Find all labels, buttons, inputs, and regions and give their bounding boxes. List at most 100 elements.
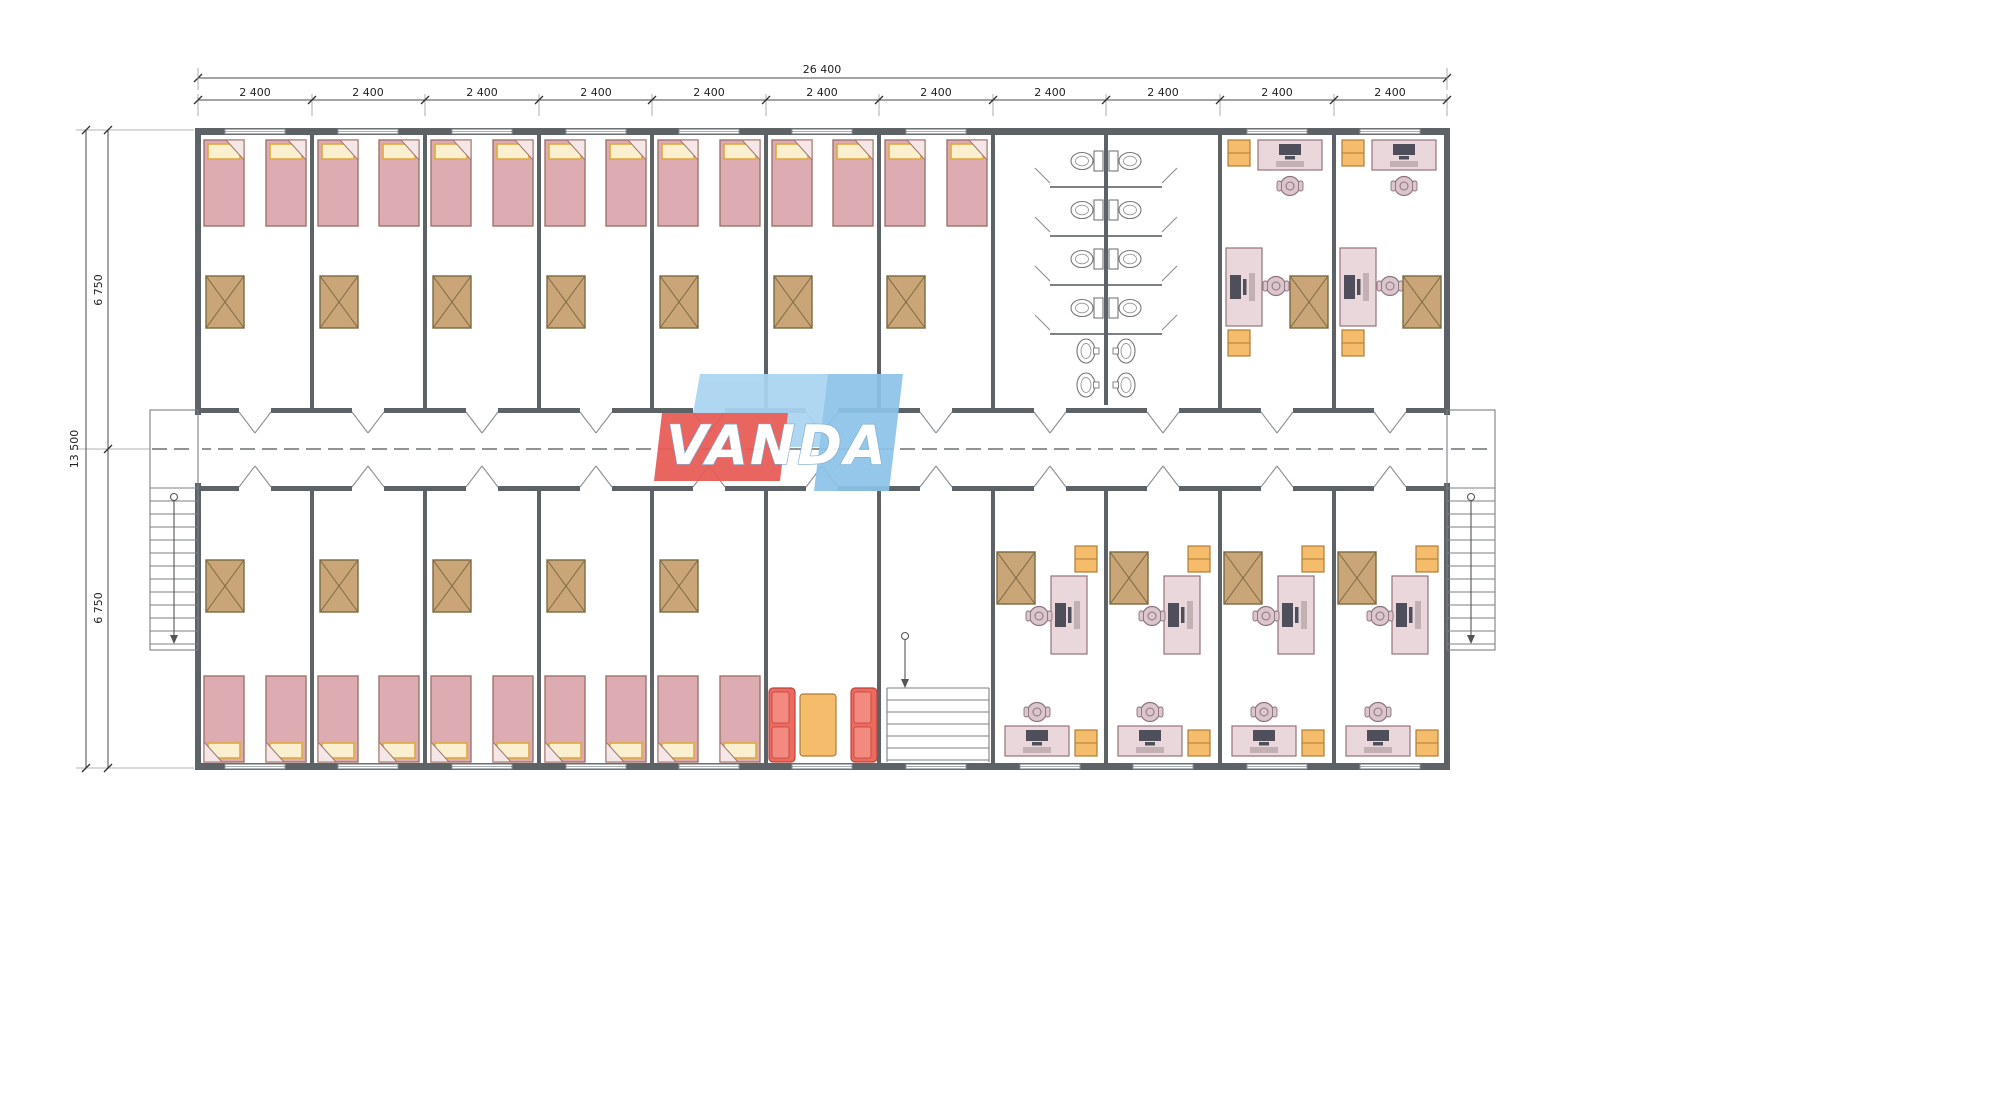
bed-icon (657, 675, 699, 763)
wardrobe-icon (319, 559, 359, 613)
sofa-icon (850, 687, 878, 763)
sink-icon (1076, 372, 1100, 398)
wardrobe-icon (1337, 551, 1377, 605)
sink-icon (1076, 338, 1100, 364)
cabinet-icon (1074, 729, 1098, 757)
cabinet-icon (1227, 139, 1251, 167)
windows-top-wall (224, 128, 1421, 135)
cabinet-icon (1415, 545, 1439, 573)
cabinet-icon (1187, 545, 1211, 573)
wardrobe-icon (1223, 551, 1263, 605)
bed-icon (544, 675, 586, 763)
bed-icon (430, 675, 472, 763)
bay-dimension-label: 2 400 (1374, 86, 1406, 99)
toilet-icon (1070, 248, 1104, 270)
dimension-label-upper-depth: 6 750 (92, 274, 105, 306)
dimension-top: 26 400 2 400 2 400 2 400 2 400 2 400 2 4… (193, 63, 1452, 116)
stair-direction-arrow (170, 635, 178, 644)
toilet-icon (1108, 248, 1142, 270)
toilet-icon (1070, 199, 1104, 221)
bay-dimension-label: 2 400 (1147, 86, 1179, 99)
wardrobe-icon (996, 551, 1036, 605)
desk-icon (1391, 575, 1429, 655)
office-chair-icon (1390, 175, 1418, 197)
bed-icon (492, 675, 534, 763)
bay-dimension-label: 2 400 (920, 86, 952, 99)
dimension-left: 13 500 6 750 6 750 (68, 125, 194, 773)
cabinet-icon (1415, 729, 1439, 757)
office-chair-icon (1138, 605, 1166, 627)
office-chair-icon (1252, 605, 1280, 627)
dimension-label-total-height: 13 500 (68, 430, 81, 469)
bay-dimension-label: 2 400 (693, 86, 725, 99)
wardrobe-icon (546, 275, 586, 329)
building-shell (194, 128, 1451, 770)
office-chair-icon (1250, 701, 1278, 723)
desk-icon (1163, 575, 1201, 655)
office-chair-icon (1376, 275, 1404, 297)
office-chair-icon (1276, 175, 1304, 197)
sink-icon (1112, 338, 1136, 364)
office-chair-icon (1364, 701, 1392, 723)
wardrobe-icon (1289, 275, 1329, 329)
windows-bottom-wall (224, 763, 1421, 770)
cabinet-icon (1341, 329, 1365, 357)
toilet-icon (1108, 199, 1142, 221)
bay-dimension-label: 2 400 (1261, 86, 1293, 99)
wardrobe-icon (886, 275, 926, 329)
bed-icon (265, 139, 307, 227)
stair-direction-start (169, 492, 179, 502)
sink-icon (1112, 372, 1136, 398)
wardrobe-icon (1109, 551, 1149, 605)
bed-icon (884, 139, 926, 227)
desk-icon (1277, 575, 1315, 655)
vanda-logo-text: VANDA (666, 414, 888, 477)
office-chair-icon (1023, 701, 1051, 723)
bed-icon (605, 139, 647, 227)
exterior-stair-right (1446, 409, 1496, 651)
office-chair-icon (1262, 275, 1290, 297)
toilet-icon (1108, 297, 1142, 319)
wardrobe-icon (773, 275, 813, 329)
bed-icon (203, 139, 245, 227)
sofa-icon (768, 687, 796, 763)
stair-direction-start (1466, 492, 1476, 502)
bed-icon (719, 675, 761, 763)
wardrobe-icon (659, 275, 699, 329)
desk-icon (1371, 139, 1437, 171)
bed-icon (378, 139, 420, 227)
toilet-icon (1070, 150, 1104, 172)
office-chair-icon (1025, 605, 1053, 627)
cabinet-icon (1341, 139, 1365, 167)
bed-icon (203, 675, 245, 763)
bed-icon (771, 139, 813, 227)
toilet-icon (1070, 297, 1104, 319)
cabinet-icon (1227, 329, 1251, 357)
cabinet-icon (1301, 729, 1325, 757)
wardrobe-icon (546, 559, 586, 613)
wardrobe-icon (319, 275, 359, 329)
dimension-label-lower-depth: 6 750 (92, 592, 105, 624)
logo-shape-blue-dark (814, 374, 903, 491)
bed-icon (657, 139, 699, 227)
desk-icon (1339, 247, 1377, 327)
wardrobe-icon (659, 559, 699, 613)
bay-dimension-label: 2 400 (580, 86, 612, 99)
bed-icon (832, 139, 874, 227)
logo-shape-red (654, 413, 788, 481)
partition-walls-top (310, 128, 1336, 413)
bed-icon (719, 139, 761, 227)
desk-icon (1345, 725, 1411, 757)
bay-dimension-label: 2 400 (806, 86, 838, 99)
desk-icon (1117, 725, 1183, 757)
wardrobe-icon (432, 559, 472, 613)
wardrobe-icon (1402, 275, 1442, 329)
bedrooms-top (203, 139, 988, 329)
bed-icon (544, 139, 586, 227)
lounge (768, 687, 878, 763)
bed-icon (317, 139, 359, 227)
bay-dimension-label: 2 400 (239, 86, 271, 99)
desk-icon (1231, 725, 1297, 757)
